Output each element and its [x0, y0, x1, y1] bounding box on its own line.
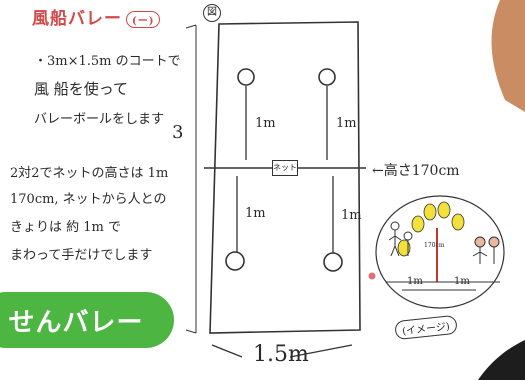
player-top-left: [237, 68, 255, 86]
note-line-7: まわって手だけでします: [10, 248, 153, 263]
inset-illustration: [368, 195, 505, 309]
left-brace-ends: [185, 24, 197, 334]
dim-lower-right: 1m: [341, 208, 362, 223]
title-text: 風船バレー: [32, 9, 122, 29]
note-line-5: 170cm, ネットから人との: [10, 192, 167, 207]
net-height-note: ←高さ170cm: [372, 163, 460, 179]
bottom-dimension: 1.5m: [253, 342, 309, 367]
title-tag: (ー): [126, 11, 161, 28]
dim-upper-left: 1m: [255, 116, 276, 131]
court-outline: [204, 21, 366, 334]
page-title: 風船バレー(ー): [32, 4, 161, 29]
dark-corner: [478, 340, 525, 380]
bottom-dim-arrows: [211, 344, 353, 358]
note-line-2: 風 船を使って: [34, 80, 129, 98]
note-line-6: きょりは 約 1m で: [10, 220, 121, 235]
dim-upper-right: 1m: [336, 116, 357, 131]
note-line-1: ・3m×1.5m のコートで: [34, 54, 181, 69]
player-bottom-right: [323, 252, 343, 272]
inset-left-distance: 1m: [407, 276, 423, 287]
figure-mark: 図: [203, 4, 221, 22]
net-mark: ネット: [272, 160, 298, 176]
title-badge: せんバレー: [0, 292, 174, 348]
badge-text: せんバレー: [8, 307, 144, 338]
dim-lower-left: 1m: [245, 206, 266, 221]
upper-distance-lines: [245, 86, 328, 160]
note-line-3: バレーボールをします: [34, 112, 165, 127]
player-top-right: [318, 68, 336, 86]
player-bottom-left: [225, 251, 245, 271]
hand-silhouette: [491, 0, 525, 112]
note-line-4: 2対2でネットの高さは 1m: [10, 166, 169, 181]
side-label: 3: [172, 122, 184, 143]
inset-net-text: 170cm: [424, 242, 445, 249]
inset-right-distance: 1m: [454, 276, 470, 287]
lower-distance-lines: [236, 176, 334, 253]
